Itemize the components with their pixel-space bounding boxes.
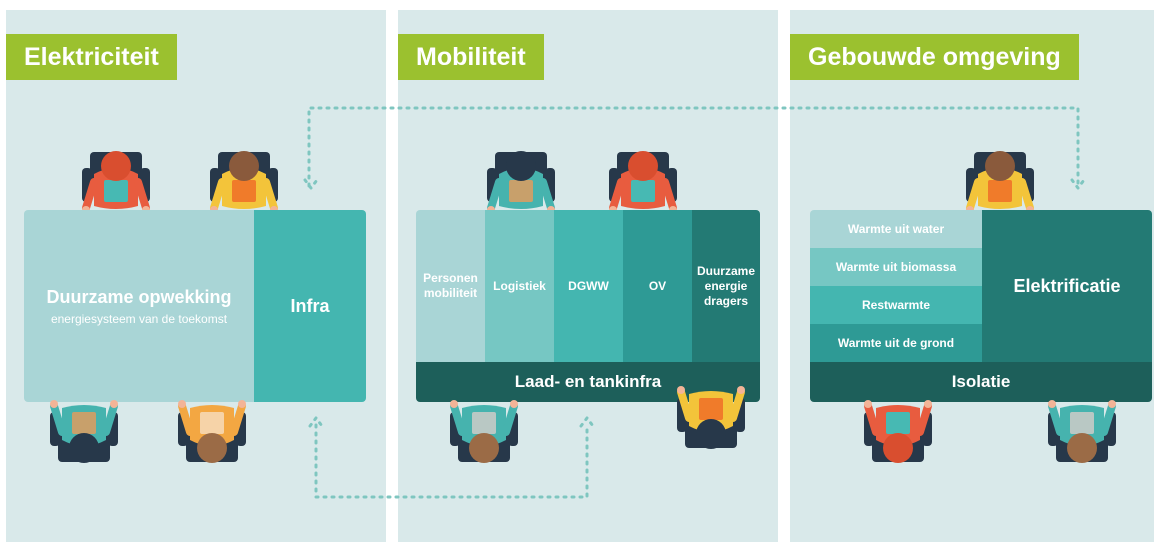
person-top-view-icon: [450, 400, 518, 463]
mob-col-label: Logistiek: [493, 278, 546, 293]
tag-gebouwde-omgeving: Gebouwde omgeving: [790, 34, 1079, 80]
warmte-row-label: Warmte uit de grond: [837, 336, 955, 350]
warmte-row-restwarmte: Restwarmte: [810, 286, 982, 324]
mob-col-label: DGWW: [568, 278, 609, 293]
duurzame-opwekking-title: Duurzame opwekking: [46, 286, 232, 307]
warmte-row-label: Restwarmte: [861, 298, 931, 312]
elektrificatie-label: Elektrificatie: [1013, 275, 1121, 296]
dotted-connector-arrow-icon: [303, 106, 1086, 499]
duurzame-opwekking-block: Duurzame opwekking energiesysteem van de…: [24, 210, 254, 402]
infra-label: Infra: [290, 295, 330, 316]
warmte-row-biomassa: Warmte uit biomassa: [810, 248, 982, 286]
person-top-view-icon: [677, 386, 745, 449]
mob-col-label: OV: [648, 278, 667, 293]
warmte-row-label: Warmte uit water: [847, 222, 945, 236]
infra-block: Infra: [254, 210, 366, 402]
isolatie-label: Isolatie: [951, 372, 1011, 391]
person-top-view-icon: [82, 151, 150, 214]
person-top-view-icon: [1048, 400, 1116, 463]
warmte-row-label: Warmte uit biomassa: [835, 260, 957, 274]
isolatie-bar: Isolatie: [810, 362, 1152, 402]
tag-elektriciteit: Elektriciteit: [6, 34, 177, 80]
laad-en-tankinfra-label: Laad- en tankinfra: [514, 372, 662, 391]
person-top-view-icon: [609, 151, 677, 214]
mob-col-label: Personen mobiliteit: [423, 271, 478, 300]
person-top-view-icon: [50, 400, 118, 463]
mob-col-dgww: DGWW: [554, 210, 623, 362]
person-top-view-icon: [864, 400, 932, 463]
mob-col-duurzame-energie-dragers: Duurzame energie dragers: [692, 210, 760, 362]
person-top-view-icon: [210, 151, 278, 214]
elektrificatie-block: Elektrificatie: [982, 210, 1152, 362]
duurzame-opwekking-subtitle: energiesysteem van de toekomst: [50, 311, 228, 326]
mob-col-ov: OV: [623, 210, 692, 362]
person-top-view-icon: [178, 400, 246, 463]
mob-col-personen: Personen mobiliteit: [416, 210, 485, 362]
mob-col-label: Duurzame energie dragers: [696, 263, 755, 308]
warmte-row-water: Warmte uit water: [810, 210, 982, 248]
tag-mobiliteit: Mobiliteit: [398, 34, 544, 80]
mob-col-logistiek: Logistiek: [485, 210, 554, 362]
warmte-row-grond: Warmte uit de grond: [810, 324, 982, 362]
person-top-view-icon: [966, 151, 1034, 214]
